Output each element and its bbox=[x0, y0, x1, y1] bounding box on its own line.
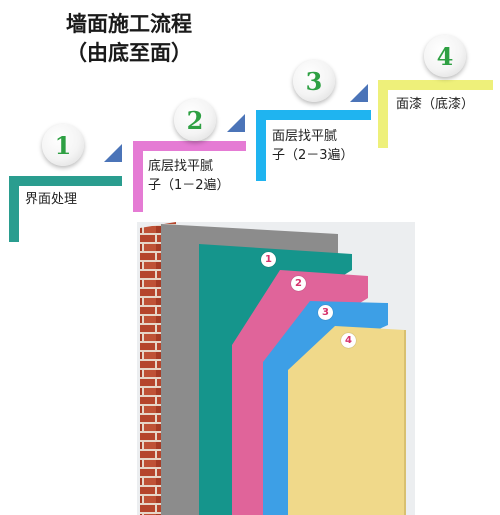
step-3-label: 面层找平腻 子（2－3遍） bbox=[272, 127, 354, 165]
step-4-number-badge: 4 bbox=[424, 35, 466, 77]
step-2-number-badge: 2 bbox=[174, 99, 216, 141]
step-2-label-line-2: 子（1－2遍） bbox=[148, 178, 230, 193]
blue-layer bbox=[263, 301, 388, 515]
step-2-label: 底层找平腻 子（1－2遍） bbox=[148, 157, 230, 195]
layer-2-number-badge: 2 bbox=[291, 276, 306, 291]
step-1-arrow-icon bbox=[104, 144, 122, 162]
step-1-bracket bbox=[9, 176, 122, 242]
pink-layer bbox=[232, 270, 368, 515]
step-3-label-line-1: 面层找平腻 bbox=[272, 129, 338, 144]
diagram-title: 墙面施工流程 （由底至面） bbox=[24, 10, 234, 68]
teal-layer bbox=[199, 244, 352, 515]
step-1-number-badge: 1 bbox=[42, 124, 84, 166]
step-3-bracket bbox=[256, 110, 371, 181]
step-2-arrow-icon bbox=[227, 114, 245, 132]
layer-3-number-badge: 3 bbox=[318, 305, 333, 320]
layer-4-number-badge: 4 bbox=[341, 333, 356, 348]
step-2-bracket bbox=[133, 141, 246, 212]
layer-1-number-badge: 1 bbox=[261, 252, 276, 267]
step-2-label-line-1: 底层找平腻 bbox=[148, 159, 214, 174]
step-3-arrow-icon bbox=[350, 84, 368, 102]
title-line-2: （由底至面） bbox=[66, 41, 192, 65]
yellow-layer bbox=[288, 326, 405, 515]
step-4-bracket bbox=[378, 80, 493, 148]
step-3-number-badge: 3 bbox=[293, 60, 335, 102]
step-1-label: 界面处理 bbox=[25, 190, 77, 209]
title-line-1: 墙面施工流程 bbox=[66, 12, 192, 36]
step-4-label-line-1: 面漆（底漆） bbox=[396, 97, 475, 112]
step-4-label: 面漆（底漆） bbox=[396, 95, 474, 114]
step-3-label-line-2: 子（2－3遍） bbox=[272, 148, 354, 163]
step-1-label-line-1: 界面处理 bbox=[25, 192, 78, 207]
